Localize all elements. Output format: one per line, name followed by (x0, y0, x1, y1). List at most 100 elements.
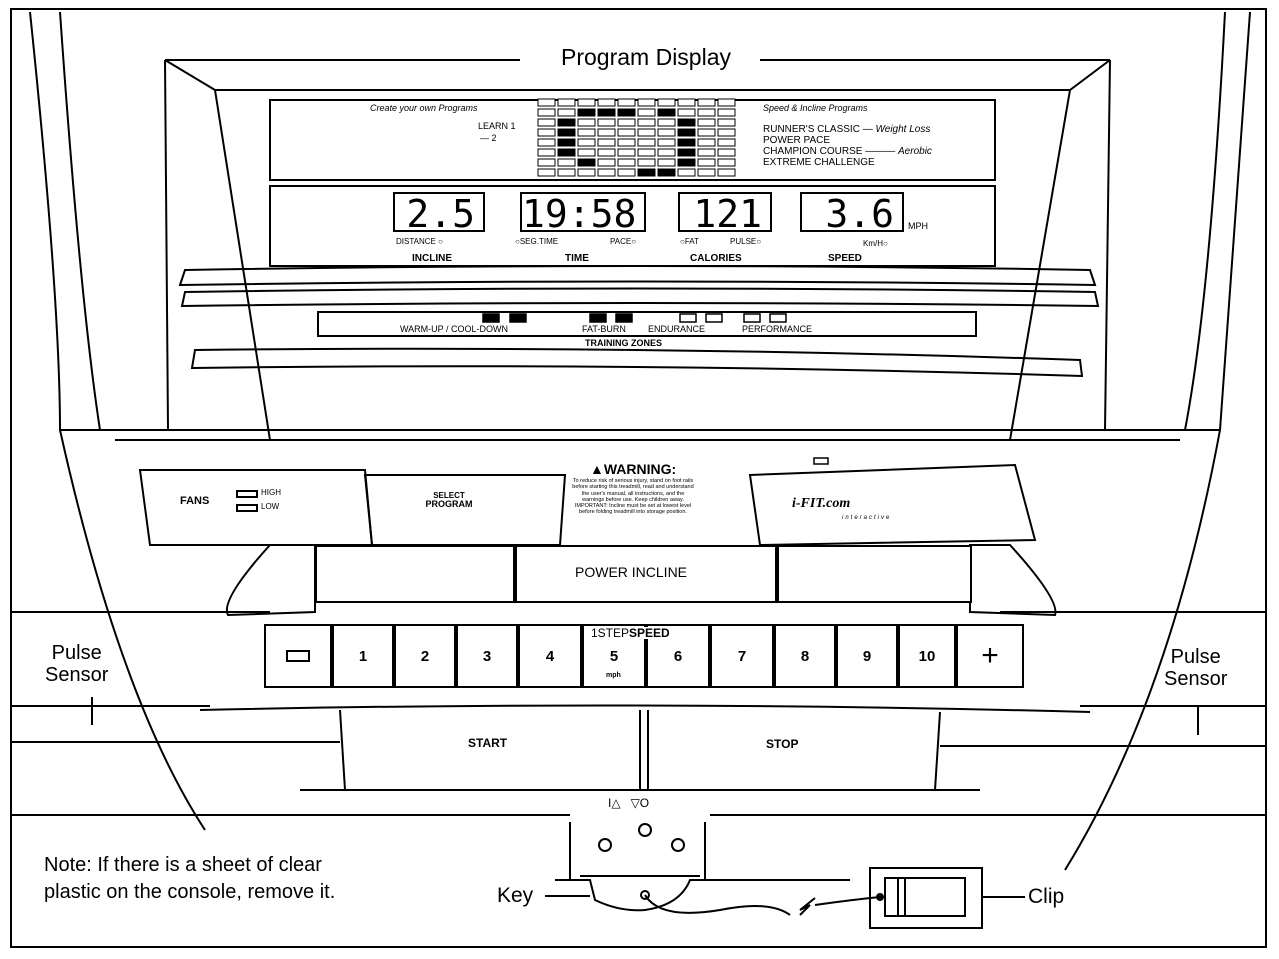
distance-sublabel: DISTANCE ○ (396, 237, 443, 246)
fat-sublabel: ○FAT (680, 237, 699, 246)
speed-key-8[interactable]: 8 (774, 624, 836, 688)
stop-button[interactable]: STOP (766, 737, 799, 751)
matrix-cell (597, 138, 616, 147)
incline-down-button[interactable] (315, 545, 515, 603)
learn-2-label: — 2 (480, 133, 497, 143)
matrix-cell (697, 158, 716, 167)
seg-time-sublabel: ○SEG.TIME (515, 237, 559, 246)
fan-low-label: LOW (261, 502, 280, 511)
speed-plus-button[interactable]: + (956, 624, 1024, 688)
matrix-cell (617, 98, 636, 107)
matrix-cell (637, 138, 656, 147)
learn-1-label: LEARN 1 (478, 121, 516, 131)
calories-display: 121 (678, 192, 772, 234)
matrix-cell (597, 148, 616, 157)
weight-loss-tag: Weight Loss (875, 124, 931, 135)
calories-label: CALORIES (690, 253, 742, 264)
incline-up-button[interactable] (777, 545, 972, 603)
matrix-cell (617, 168, 636, 177)
matrix-cell (717, 128, 736, 137)
program-power-pace: POWER PACE (763, 135, 831, 146)
time-display: 19:58 (520, 192, 646, 234)
speed-key-4[interactable]: 4 (518, 624, 582, 688)
matrix-cell (677, 168, 696, 177)
matrix-cell (617, 138, 636, 147)
matrix-cell (677, 108, 696, 117)
matrix-cell (557, 118, 576, 127)
matrix-cell (657, 128, 676, 137)
start-button[interactable]: START (468, 736, 508, 750)
ifit-button[interactable]: i-FIT.com interactive (780, 475, 920, 537)
speed-key-9[interactable]: 9 (836, 624, 898, 688)
pace-sublabel: PACE○ (610, 237, 637, 246)
fan-high-label: HIGH (261, 488, 281, 497)
distance-display: 2.5 (393, 192, 485, 234)
program-runners-classic: RUNNER'S CLASSIC — Weight Loss (763, 124, 931, 135)
matrix-cell (657, 148, 676, 157)
speed-key-3[interactable]: 3 (456, 624, 518, 688)
ifit-sub: interactive (842, 515, 892, 521)
matrix-cell (557, 148, 576, 157)
one-step-speed-label: 1STEPSPEED (590, 626, 671, 640)
zone-warmup: WARM-UP / COOL-DOWN (400, 324, 508, 334)
program-extreme-challenge: EXTREME CHALLENGE (763, 157, 875, 168)
speed-key-10[interactable]: 10 (898, 624, 956, 688)
matrix-cell (697, 98, 716, 107)
matrix-cell (657, 118, 676, 127)
matrix-cell (637, 118, 656, 127)
matrix-cell (537, 158, 556, 167)
matrix-cell (677, 118, 696, 127)
matrix-cell (717, 118, 736, 127)
matrix-cell (617, 148, 636, 157)
matrix-cell (637, 98, 656, 107)
matrix-cell (717, 98, 736, 107)
matrix-cell (617, 158, 636, 167)
matrix-cell (657, 158, 676, 167)
create-programs-caption: Create your own Programs (370, 103, 478, 113)
matrix-cell (697, 108, 716, 117)
matrix-cell (597, 118, 616, 127)
diagram-frame (10, 8, 1267, 948)
matrix-cell (697, 128, 716, 137)
matrix-cell (597, 128, 616, 137)
speed-minus-button[interactable] (264, 624, 332, 688)
matrix-cell (697, 168, 716, 177)
matrix-cell (677, 128, 696, 137)
matrix-cell (577, 98, 596, 107)
matrix-cell (537, 148, 556, 157)
zone-endurance: ENDURANCE (648, 324, 706, 334)
matrix-cell (637, 168, 656, 177)
matrix-cell (577, 128, 596, 137)
matrix-cell (557, 168, 576, 177)
speed-key-2[interactable]: 2 (394, 624, 456, 688)
matrix-cell (557, 108, 576, 117)
matrix-cell (717, 158, 736, 167)
matrix-cell (657, 138, 676, 147)
matrix-cell (657, 98, 676, 107)
matrix-cell (617, 118, 636, 127)
matrix-cell (537, 168, 556, 177)
training-zones-title: TRAINING ZONES (585, 338, 663, 348)
matrix-cell (697, 148, 716, 157)
matrix-cell (617, 108, 636, 117)
key-slot-marks: I△ ▽O (608, 796, 650, 810)
matrix-cell (677, 98, 696, 107)
speed-key-1[interactable]: 1 (332, 624, 394, 688)
speed-key-7[interactable]: 7 (710, 624, 774, 688)
matrix-cell (557, 98, 576, 107)
matrix-cell (537, 128, 556, 137)
key-callout: Key (497, 884, 534, 907)
matrix-cell (637, 158, 656, 167)
matrix-cell (697, 138, 716, 147)
program-champion-course: CHAMPION COURSE ——— Aerobic (763, 146, 932, 157)
matrix-cell (717, 148, 736, 157)
matrix-cell (557, 128, 576, 137)
matrix-cell (677, 158, 696, 167)
matrix-cell (577, 158, 596, 167)
matrix-cell (637, 108, 656, 117)
matrix-cell (717, 168, 736, 177)
incline-label: INCLINE (412, 253, 452, 264)
fans-button[interactable]: FANS (180, 495, 210, 507)
